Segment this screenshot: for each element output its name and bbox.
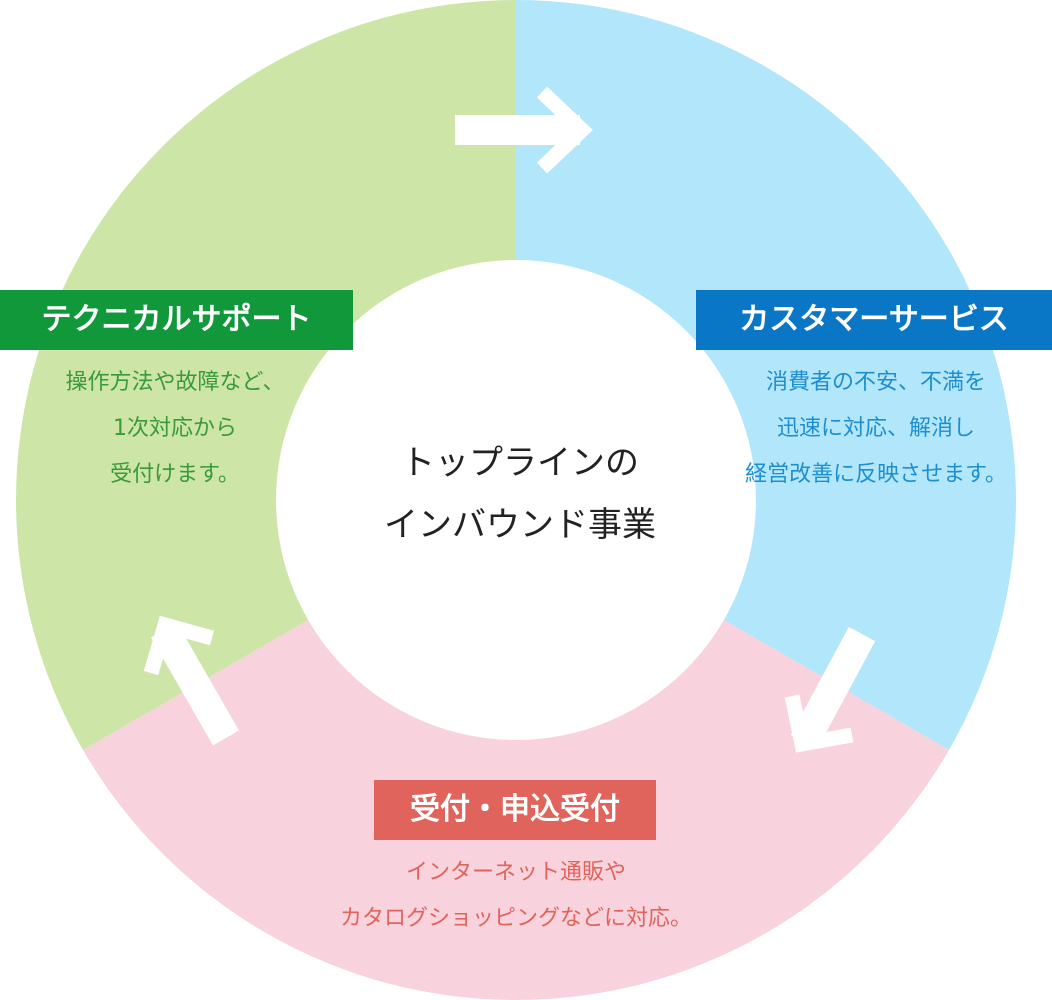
reception-label: 受付・申込受付 [374, 780, 656, 840]
arrow-up-left-icon [143, 615, 240, 746]
reception-title: 受付・申込受付 [410, 792, 620, 827]
technical-support-title: テクニカルサポート [41, 302, 312, 337]
center-title-line-2: インバウンド事業 [384, 505, 656, 545]
center-circle [276, 260, 756, 740]
customer-service-desc-line-1: 消費者の不安、不満を [765, 370, 986, 395]
customer-service-desc-line-3: 経営改善に反映させます。 [745, 462, 1007, 487]
customer-service-description: 消費者の不安、不満を 迅速に対応、解消し 経営改善に反映させます。 [700, 360, 1052, 498]
reception-desc-line-2: カタログショッピングなどに対応。 [339, 906, 692, 931]
center-title: トップラインの インバウンド事業 [365, 432, 675, 556]
technical-support-description: 操作方法や故障など、 1次対応から 受付けます。 [20, 360, 330, 498]
ring-sector-reception [83, 500, 949, 1000]
technical-support-desc-line-3: 受付けます。 [110, 462, 240, 487]
technical-support-desc-line-1: 操作方法や故障など、 [65, 370, 285, 395]
reception-description: インターネット通販や カタログショッピングなどに対応。 [266, 850, 766, 942]
customer-service-title: カスタマーサービス [739, 302, 1009, 337]
customer-service-label: カスタマーサービス [696, 290, 1052, 350]
customer-service-desc-line-2: 迅速に対応、解消し [776, 416, 975, 441]
technical-support-label: テクニカルサポート [0, 290, 353, 350]
center-title-line-1: トップラインの [401, 443, 639, 483]
arrow-right-icon [455, 86, 593, 174]
technical-support-desc-line-2: 1次対応から [113, 416, 237, 441]
arrow-down-left-icon [784, 626, 876, 753]
reception-desc-line-1: インターネット通販や [405, 860, 626, 885]
